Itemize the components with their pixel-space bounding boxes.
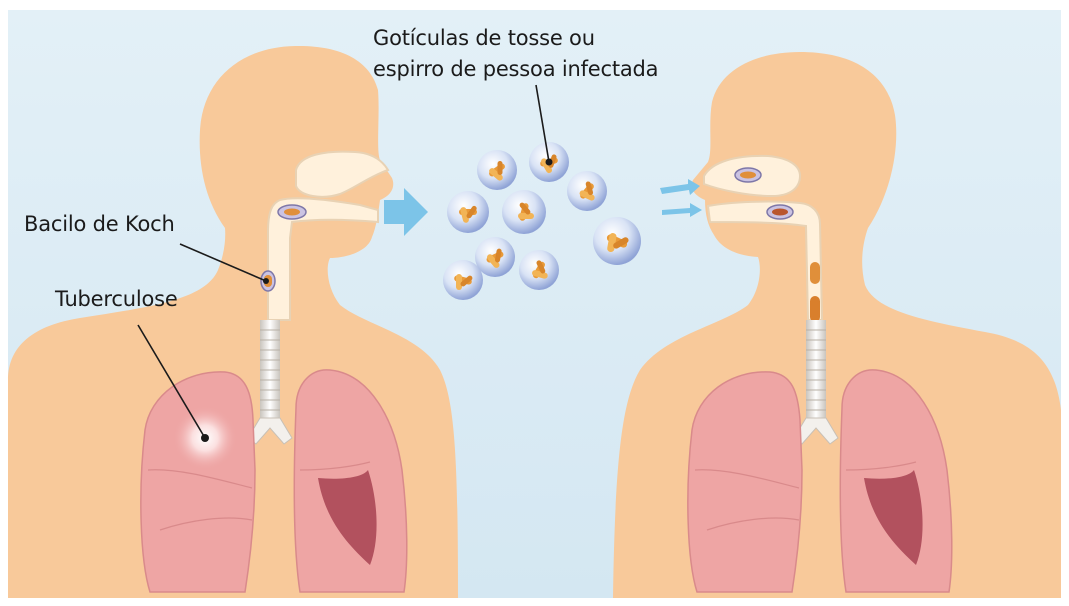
right-bacillus-nasal-core bbox=[740, 172, 756, 179]
droplet bbox=[567, 171, 607, 211]
droplet bbox=[477, 150, 517, 190]
droplet bbox=[593, 217, 641, 265]
droplets-label-line2: espirro de pessoa infectada bbox=[373, 55, 658, 83]
leader-dot-tuberculosis bbox=[201, 434, 209, 442]
droplet bbox=[447, 191, 489, 233]
droplet bbox=[519, 250, 559, 290]
droplet bbox=[502, 190, 546, 234]
leader-dot-droplets bbox=[546, 159, 553, 166]
droplet bbox=[475, 237, 515, 277]
droplets-label-line1: Gotículas de tosse ou bbox=[373, 24, 595, 52]
right-bacillus-airway-core bbox=[772, 209, 788, 216]
leader-dot-bacillus bbox=[263, 278, 269, 284]
droplet bbox=[443, 260, 483, 300]
bacillus-label: Bacilo de Koch bbox=[24, 210, 175, 238]
tuberculosis-label: Tuberculose bbox=[55, 285, 178, 313]
right-bacillus-trachea-a bbox=[810, 262, 820, 284]
right-person-right-lung bbox=[688, 372, 802, 592]
left-person-right-lung bbox=[141, 372, 255, 592]
right-bacillus-trachea-b bbox=[810, 296, 820, 322]
left-bacillus-core bbox=[284, 209, 300, 216]
